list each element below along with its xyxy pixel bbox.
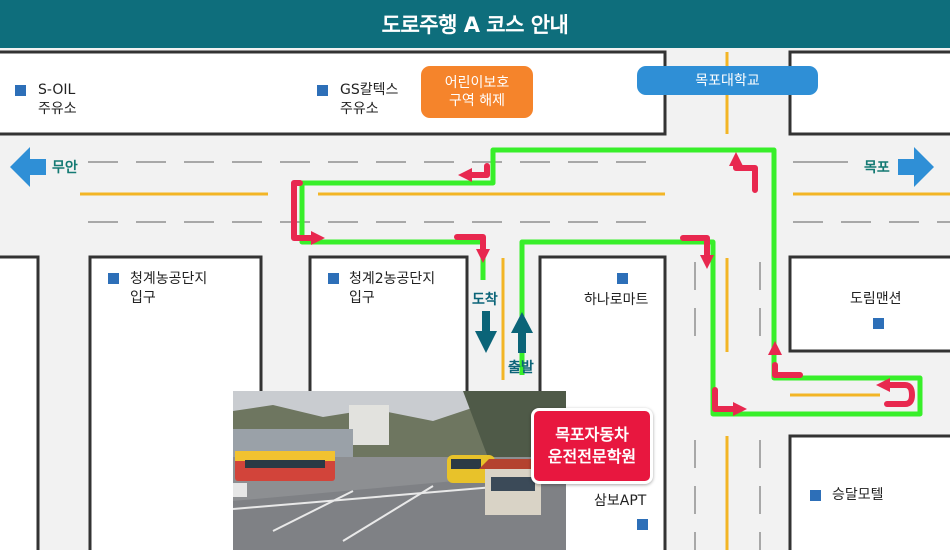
turn-arrow-heads (311, 152, 890, 416)
map-marker (617, 273, 628, 284)
depart-label: 출발 (508, 360, 534, 376)
map-marker (317, 85, 328, 96)
map-marker (810, 490, 821, 501)
map-marker (15, 85, 26, 96)
hanaro-label: 하나로마트 (584, 292, 649, 308)
map-marker (108, 273, 119, 284)
route-line (299, 147, 923, 417)
turn-arrows (291, 161, 915, 412)
page-title: 도로주행 A 코스 안내 (0, 0, 950, 48)
west-direction-label: 무안 (52, 160, 78, 176)
lane-markings (80, 52, 950, 550)
sambo-label: 삼보APT (594, 493, 647, 509)
arrive-label: 도착 (472, 292, 498, 308)
map-marker (873, 318, 884, 329)
driving-school-photo (233, 391, 566, 550)
arrive-depart-arrows (475, 311, 533, 353)
seungdal-label: 승달모텔 (832, 487, 884, 503)
university-badge: 목포대학교 (637, 66, 818, 95)
map-marker (328, 273, 339, 284)
dorim-label: 도림맨션 (850, 291, 902, 307)
east-direction-label: 목포 (864, 160, 890, 176)
direction-arrows (10, 147, 934, 187)
map-marker (637, 519, 648, 530)
